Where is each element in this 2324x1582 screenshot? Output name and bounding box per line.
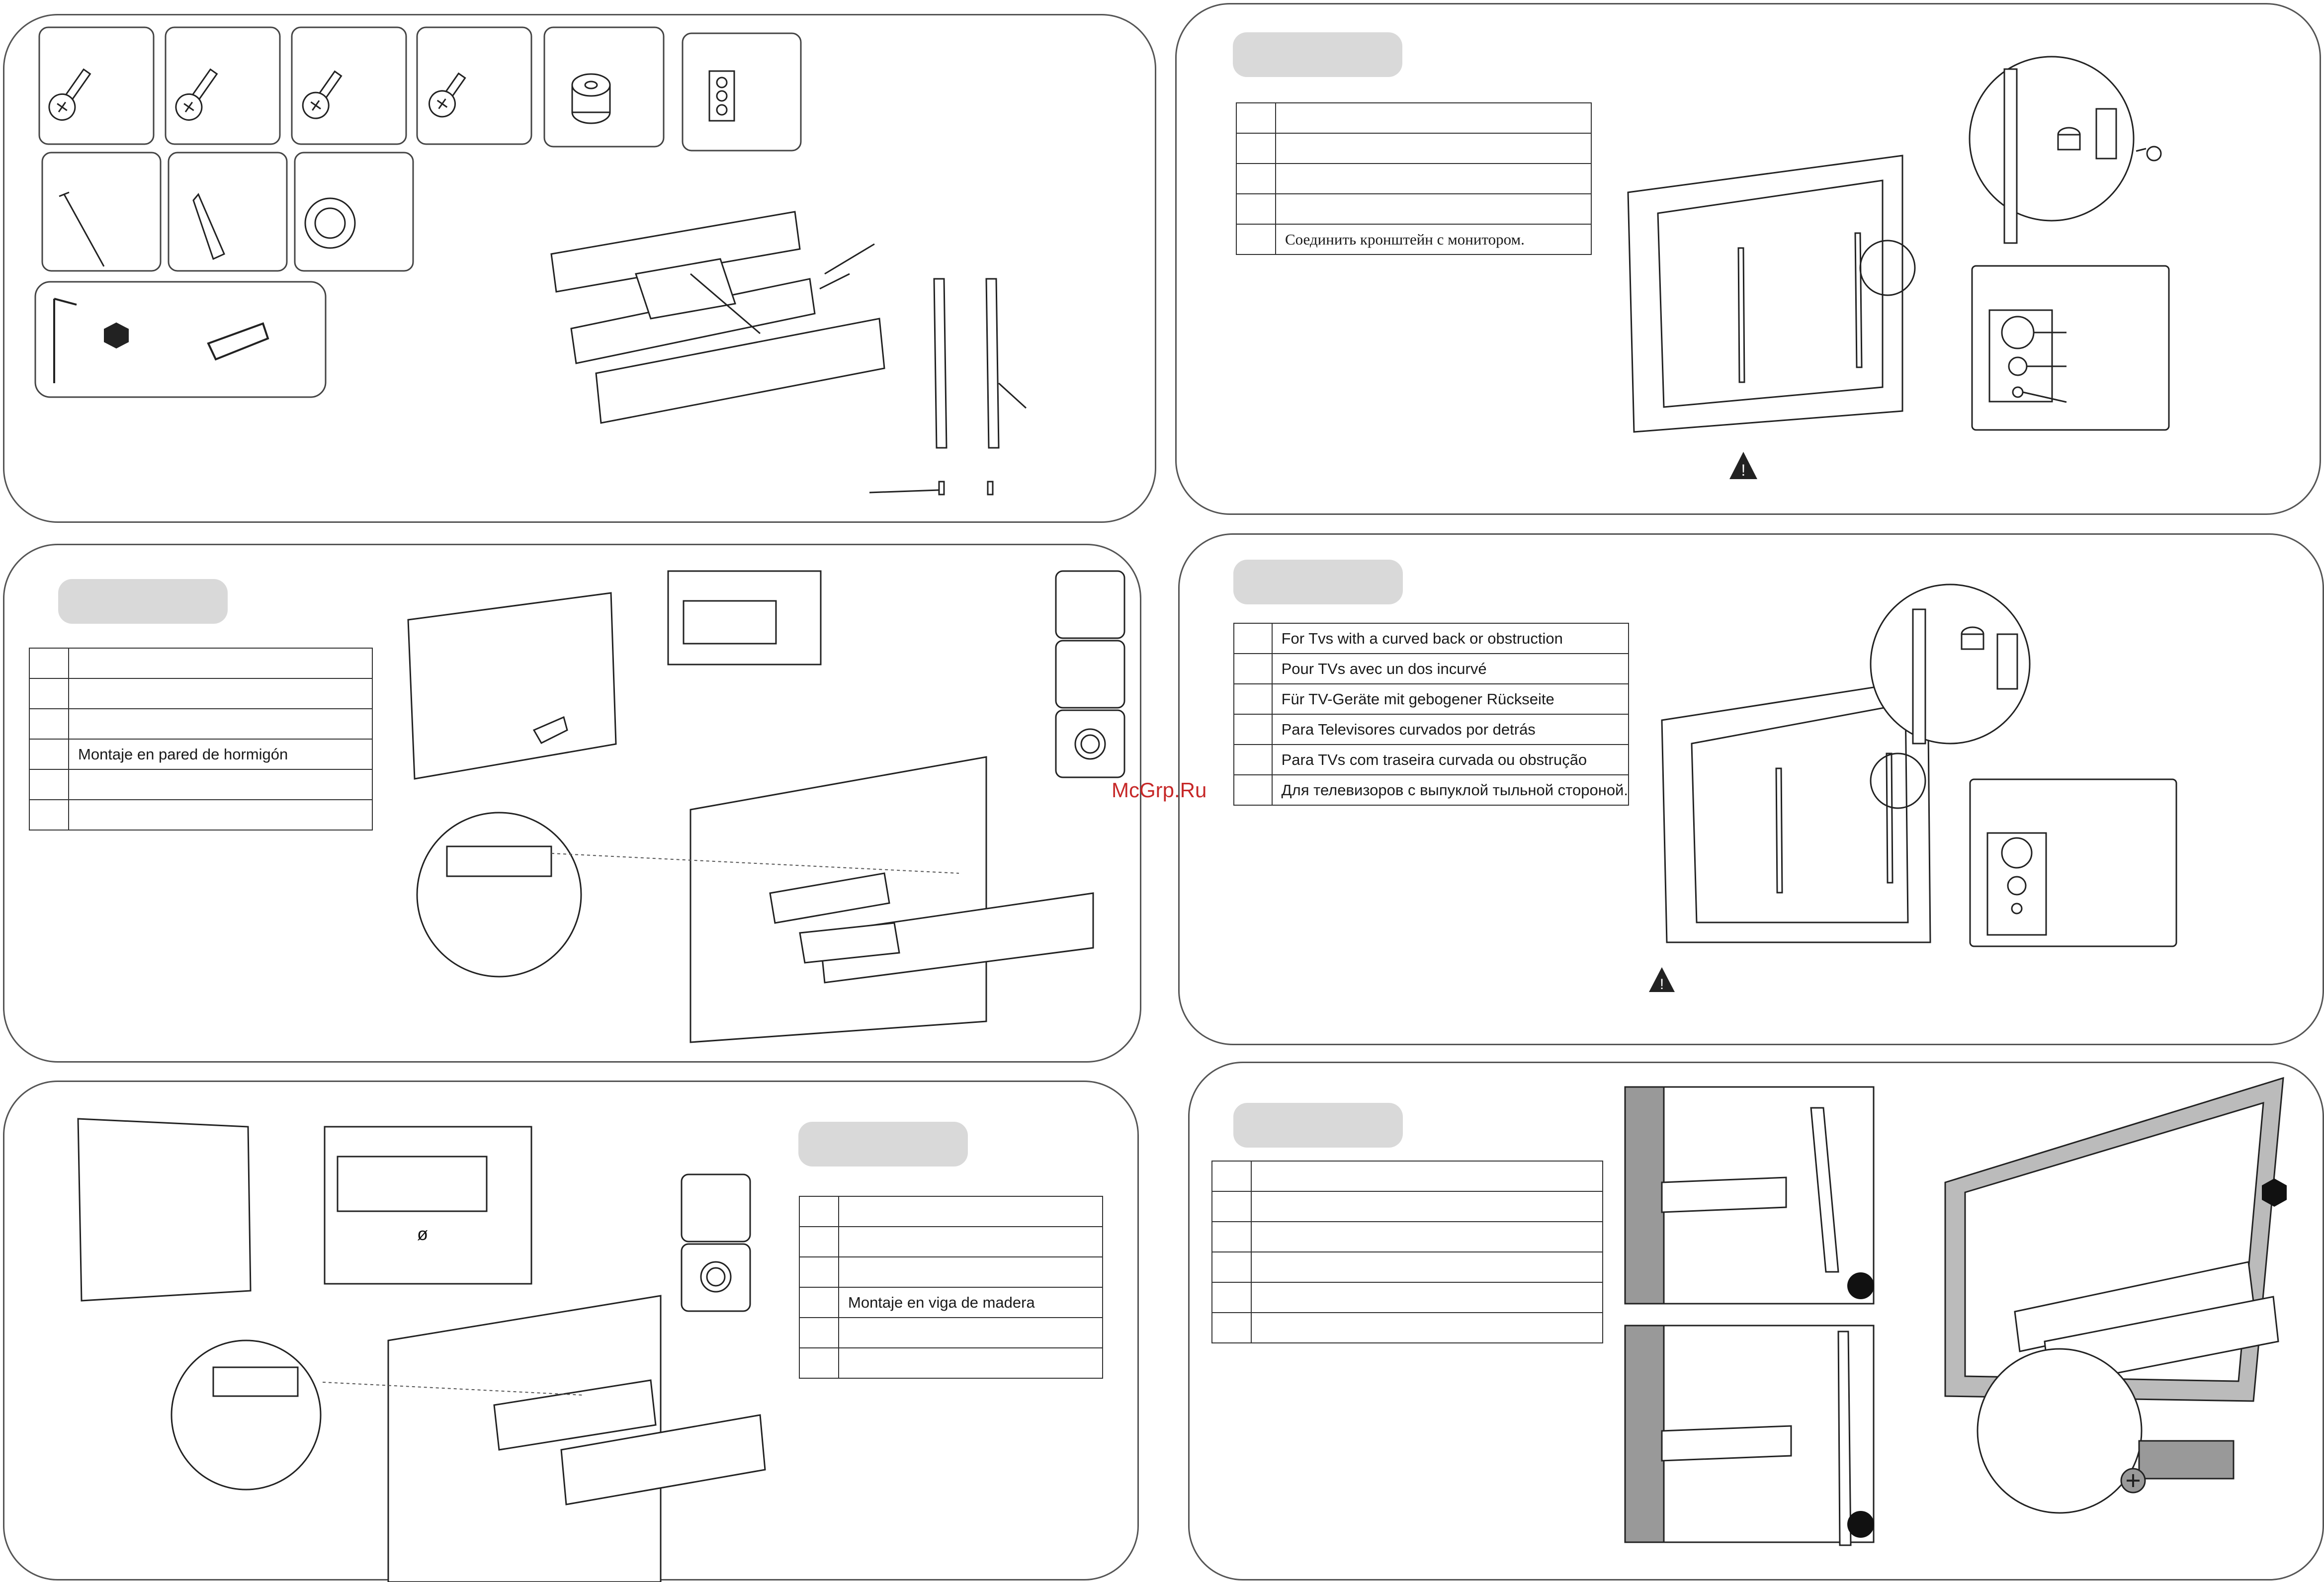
table-row: Para Televisores curvados por detrás xyxy=(1233,714,1630,745)
panel-curved-tv: For Tvs with a curved back or obstructio… xyxy=(1178,533,2324,1045)
instruction-table: Montaje en viga de madera xyxy=(799,1196,1103,1379)
table-row xyxy=(1211,1312,1603,1343)
table-row: Montaje en pared de hormigón xyxy=(29,739,373,770)
table-row xyxy=(1211,1221,1603,1252)
instruction-concrete: Montaje en pared de hormigón xyxy=(68,739,373,770)
instruction-table: Соединить кронштейн с монитором. xyxy=(1236,102,1592,255)
table-row xyxy=(1211,1282,1603,1313)
instruction-french: Pour TVs avec un dos incurvé xyxy=(1271,653,1630,684)
table-row xyxy=(799,1256,1103,1288)
table-row xyxy=(1211,1161,1603,1192)
table-row xyxy=(799,1347,1103,1379)
watermark: McGrp.Ru xyxy=(1112,778,1207,802)
step-label xyxy=(58,579,228,624)
step-label xyxy=(1233,560,1403,604)
table-row xyxy=(1236,133,1592,164)
table-row xyxy=(799,1196,1103,1227)
table-row xyxy=(799,1317,1103,1348)
panel-wood-stud: Montaje en viga de madera ø xyxy=(3,1081,1139,1582)
instruction-table: Montaje en pared de hormigón xyxy=(29,648,373,831)
instruction-english: For Tvs with a curved back or obstructio… xyxy=(1271,623,1630,654)
table-row: Соединить кронштейн с монитором. xyxy=(1236,224,1592,255)
instruction-table xyxy=(1211,1161,1603,1343)
diameter-symbol: ø xyxy=(417,1224,428,1244)
adjustment-illustration xyxy=(1624,1077,2287,1546)
table-row: Montaje en viga de madera xyxy=(799,1287,1103,1318)
panel-hardware-parts xyxy=(3,14,1156,523)
instruction-russian: Для телевизоров с выпуклой тыльной сторо… xyxy=(1271,774,1630,806)
table-row xyxy=(1236,102,1592,134)
table-row xyxy=(29,678,373,709)
curved-tv-illustration: ! xyxy=(1649,583,2177,993)
svg-text:!: ! xyxy=(1741,461,1746,479)
panel-attach-to-tv: Соединить кронштейн с монитором. ! xyxy=(1175,3,2321,515)
parts-illustration xyxy=(34,26,1027,496)
table-row xyxy=(1211,1251,1603,1283)
instruction-german: Für TV-Geräte mit gebogener Rückseite xyxy=(1271,683,1630,715)
table-row xyxy=(1211,1191,1603,1222)
instruction-spanish: Para Televisores curvados por detrás xyxy=(1271,714,1630,745)
svg-text:!: ! xyxy=(1660,976,1664,993)
step-label xyxy=(1233,1103,1403,1148)
table-row: For Tvs with a curved back or obstructio… xyxy=(1233,623,1630,654)
wood-stud-illustration: ø xyxy=(77,1118,766,1582)
table-row xyxy=(29,769,373,800)
step-label xyxy=(798,1122,968,1166)
table-row: Pour TVs avec un dos incurvé xyxy=(1233,653,1630,684)
table-row: Para TVs com traseira curvada ou obstruç… xyxy=(1233,744,1630,775)
instruction-wood: Montaje en viga de madera xyxy=(838,1287,1103,1318)
table-row: Для телевизоров с выпуклой тыльной сторо… xyxy=(1233,774,1630,806)
tv-back-illustration: ! xyxy=(1627,56,2170,479)
panel-concrete-wall: Montaje en pared de hormigón xyxy=(3,544,1141,1063)
table-row xyxy=(29,799,373,831)
panel-final-adjustment xyxy=(1188,1062,2324,1581)
table-row xyxy=(1236,163,1592,194)
table-row xyxy=(29,648,373,679)
table-row xyxy=(1236,193,1592,225)
table-row: Für TV-Geräte mit gebogener Rückseite xyxy=(1233,683,1630,715)
table-row xyxy=(799,1226,1103,1257)
instruction-russian: Соединить кронштейн с монитором. xyxy=(1275,224,1592,255)
instruction-portuguese: Para TVs com traseira curvada ou obstruç… xyxy=(1271,744,1630,775)
table-row xyxy=(29,708,373,740)
instruction-table: For Tvs with a curved back or obstructio… xyxy=(1233,623,1630,806)
concrete-wall-illustration xyxy=(407,570,1125,1043)
step-label xyxy=(1233,32,1402,77)
